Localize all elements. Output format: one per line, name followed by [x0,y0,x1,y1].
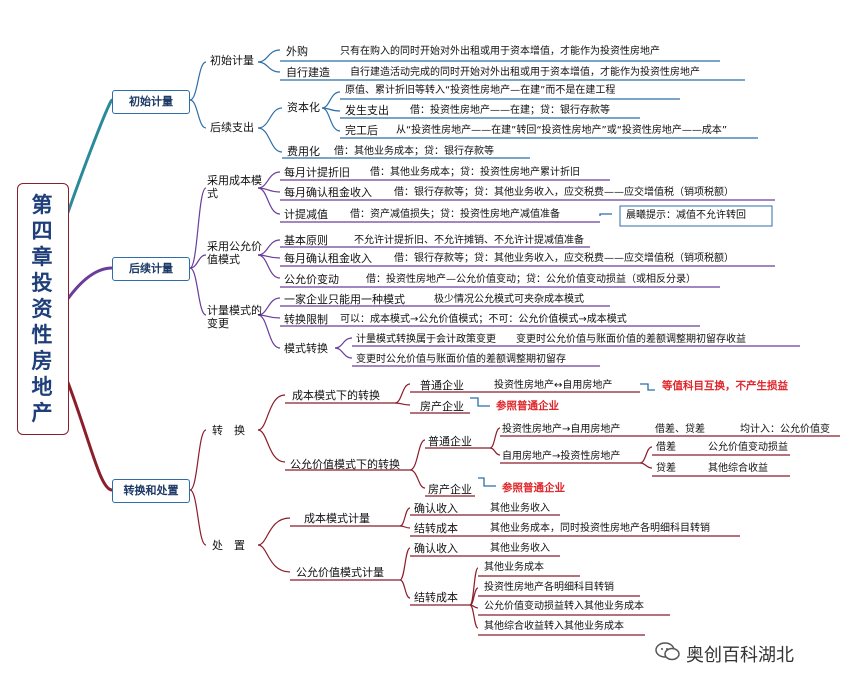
node-fv-change: 公允价变动 [284,273,339,286]
node-model-change: 计量模式的变更 [207,304,262,330]
node-ordinary2: 普通企业 [428,435,472,448]
node-later-expense: 后续支出 [210,121,254,134]
node-confirm-income-text: 其他业务收入 [490,503,550,514]
node-fv-model-conv: 公允价值模式下的转换 [290,458,400,471]
node-inv-to-self: 投资性房地产→自用房地产 [502,424,621,435]
node-confirm-income2: 确认收入 [414,542,458,555]
node-carry-cost-text: 其他业务成本，同时投资性房地产各明细科目转销 [490,523,710,534]
node-basic: 基本原则 [284,234,328,247]
node-confirm-income2-text: 其他业务收入 [490,543,550,554]
node-carry-cost2: 结转成本 [414,591,458,604]
node-ordinary: 普通企业 [420,379,464,392]
node-cost-model: 采用成本模式 [207,174,262,200]
center-topic-box [17,183,69,435]
node-cc-4: 其他综合收益转入其他业务成本 [484,621,624,632]
node-fv-model: 采用公允价值模式 [207,240,262,266]
node-completed-text: 从“投资性房地产——在建”转回“投资性房地产”或“投资性房地产——成本” [396,125,728,136]
node-monthly-dep: 每月计提折旧 [284,166,350,179]
node-cap-top: 原值、累计折旧等转入“投资性房地产—在建”而不是在建工程 [345,85,616,96]
node-real-estate2-note: 参照普通企业 [502,482,565,494]
node-basic-text: 不允许计提折旧、不允许摊销、不允许计提减值准备 [354,235,584,246]
node-incurred: 发生支出 [345,104,389,117]
node-real-estate2: 房产企业 [428,483,472,496]
node-credit-diff-text: 其他综合收益 [708,463,768,474]
node-capitalize: 资本化 [287,101,320,114]
node-credit-diff: 贷差 [656,463,676,474]
node-restriction: 转换限制 [284,313,328,326]
node-cc-3: 公允价值变动损益转入其他业务成本 [484,601,644,612]
node-self-built-text: 自行建造活动完成的同时开始对外出租或用于资本增值，才能作为投资性房地产 [350,67,700,78]
node-one-model: 一家企业只能用一种模式 [284,293,405,306]
node-impairment-note: 晨曦提示：减值不允许转回 [626,210,746,221]
center-topic: 第四章 投资性房地产 [31,193,53,425]
branch-conversion-disposal[interactable]: 转换和处置 [112,479,190,503]
node-cost-model-conv: 成本模式下的转换 [292,389,380,402]
node-debit-diff: 借差 [656,442,676,453]
node-self-built: 自行建造 [286,66,330,79]
node-inv-to-self-2: 均计入：公允价值变 [740,424,830,435]
node-carry-cost: 结转成本 [414,522,458,535]
node-completed: 完工后 [345,124,378,137]
node-real-estate: 房产企业 [420,400,464,413]
branch-initial-measurement[interactable]: 初始计量 [112,90,190,114]
node-dispose: 处 置 [212,539,245,552]
node-cc-1: 其他业务成本 [484,562,544,573]
node-confirm-income: 确认收入 [414,502,458,515]
node-ordinary-note: 等值科目互换，不产生损益 [662,380,788,392]
wechat-icon [655,642,680,661]
node-monthly-dep-text: 借：其他业务成本；贷：投资性房地产累计折旧 [370,167,580,178]
node-monthly-rent-fv: 每月确认租金收入 [284,252,372,265]
watermark-text: 奥创百科湖北 [686,645,794,666]
node-mode-conversion-2: 变更时公允价值与账面价值的差额调整期初留存收益 [516,334,746,345]
node-real-estate-note: 参照普通企业 [496,400,559,412]
node-mode-conversion: 模式转换 [284,342,328,355]
node-mode-conversion-3: 变更时公允价值与账面价值的差额调整期初留存 [356,354,566,365]
node-convert: 转 换 [212,424,245,437]
node-monthly-rent-cost: 每月确认租金收入 [284,186,372,199]
node-expense: 费用化 [287,145,320,158]
node-purchase: 外购 [286,45,308,58]
node-cc-2: 投资性房地产各明细科目转销 [484,582,614,593]
node-purchase-text: 只有在购入的同时开始对外出租或用于资本增值，才能作为投资性房地产 [340,46,660,57]
node-monthly-rent-fv-text: 借：银行存款等；贷：其他业务收入，应交税费——应交增值税（销项税额） [394,253,734,264]
node-cost-dispose: 成本模式计量 [304,512,370,525]
node-debit-diff-text: 公允价值变动损益 [708,442,788,453]
node-fv-change-text: 借：投资性房地产—公允价值变动；贷：公允价值变动损益（或相反分录） [366,274,696,285]
node-ordinary-text: 投资性房地产↔自用房地产 [494,380,613,391]
node-self-to-inv: 自用房地产→投资性房地产 [502,451,621,462]
node-impairment-text: 借：资产减值损失；贷：投资性房地产减值准备 [350,209,560,220]
node-inv-to-self-1: 借差、贷差 [655,424,705,435]
branch-subsequent-measurement[interactable]: 后续计量 [112,257,190,281]
node-initial: 初始计量 [210,54,254,67]
node-incurred-text: 借：投资性房地产——在建；贷：银行存款等 [410,105,610,116]
node-fv-dispose: 公允价值模式计量 [296,566,384,579]
node-one-model-text: 极少情况公允模式可夹杂成本模式 [434,294,584,305]
node-expense-text: 借：其他业务成本；贷：银行存款等 [334,146,494,157]
node-monthly-rent-cost-text: 借：银行存款等；贷：其他业务收入，应交税费——应交增值税（销项税额） [394,187,734,198]
node-restriction-text: 可以：成本模式→公允价值模式；不可：公允价值模式→成本模式 [340,314,627,325]
node-impairment: 计提减值 [284,208,328,221]
node-mode-conversion-1: 计量模式转换属于会计政策变更 [356,334,496,345]
